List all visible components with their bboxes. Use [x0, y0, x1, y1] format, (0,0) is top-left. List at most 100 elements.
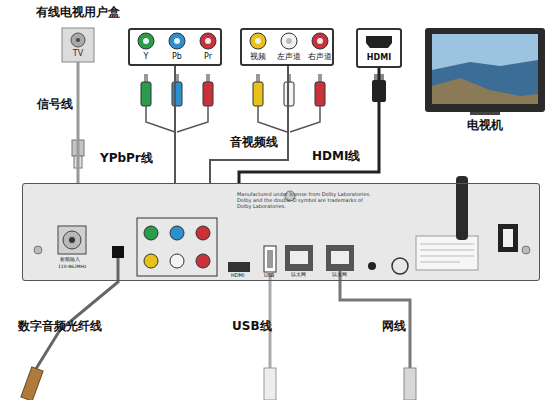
ethernet-port — [326, 245, 354, 271]
port-label: HDMI — [231, 273, 244, 279]
port-label: 110-862MHz — [58, 264, 86, 269]
rf-port — [58, 226, 86, 254]
coax-socket — [71, 33, 85, 47]
jack-group-frame — [137, 218, 217, 276]
logo-circle — [392, 258, 408, 274]
jack-label: 视频 — [244, 52, 272, 61]
hdmi-port — [228, 262, 250, 272]
cable — [146, 106, 208, 132]
box-jack-yellow — [144, 254, 158, 268]
port-label: TV — [62, 49, 94, 58]
jack-hole — [255, 38, 261, 44]
cable — [77, 62, 80, 183]
tv-shore — [432, 78, 538, 104]
tv-sky — [432, 34, 538, 104]
box-jack-green — [144, 226, 158, 240]
dolby-notice: Manufactured under license from Dolby La… — [237, 192, 372, 209]
jack-white — [281, 33, 297, 49]
jack-hole — [205, 38, 211, 44]
rf-socket — [63, 231, 81, 249]
network-cable — [340, 271, 410, 370]
cable-label: 信号线 — [37, 98, 73, 112]
jack-red — [312, 33, 328, 49]
set-top-box: Manufactured under license from Dolby La… — [22, 183, 540, 281]
wall-plate — [62, 28, 94, 62]
rca-plug-red — [315, 82, 325, 106]
port-label: 射频输入 — [60, 257, 80, 263]
usb-port-inner — [267, 250, 273, 268]
jack-label: Pr — [194, 52, 222, 61]
port-label: 以太网 — [332, 272, 347, 278]
jack-panel: 视频左声道右声道 — [240, 28, 334, 66]
jack-green — [138, 33, 154, 49]
box-jack-white — [170, 254, 184, 268]
jack-hole — [174, 38, 180, 44]
ir-port — [368, 262, 376, 270]
coax-pin — [76, 38, 80, 42]
rca-plug-yellow — [253, 82, 263, 106]
cable — [239, 68, 379, 183]
box-jack-red — [196, 254, 210, 268]
jack-label: HDMI — [358, 53, 400, 62]
plug-tip — [175, 74, 179, 82]
power-switch — [498, 224, 518, 252]
jack-hole — [317, 38, 323, 44]
rca-plug-green — [141, 82, 151, 106]
plug-tip — [144, 74, 148, 82]
usb-plug — [264, 368, 276, 400]
plug-tip — [287, 74, 291, 82]
cable-label: HDMI线 — [312, 150, 360, 164]
hdmi-socket — [366, 36, 392, 48]
port-label: 以太网 — [291, 272, 306, 278]
optical-cable — [34, 258, 118, 372]
power-rocker — [503, 229, 513, 247]
cable-label: 数字音频光纤线 — [18, 320, 102, 334]
plug-tip — [256, 74, 260, 82]
cable — [174, 66, 176, 183]
usb-port — [264, 246, 276, 272]
jack-panel: YPbPr — [128, 28, 222, 66]
tv-sea — [432, 60, 538, 104]
tv-base — [470, 112, 500, 115]
cable-label: YPbPr线 — [100, 152, 153, 166]
television: 电视机 — [425, 28, 545, 114]
cable-label: 音视频线 — [230, 136, 278, 150]
rca-plug-red — [203, 82, 213, 106]
wall-outlet: 有线电视用户盒TV — [62, 28, 94, 62]
jack-label: 左声道 — [275, 52, 303, 61]
cable-label: USB线 — [232, 320, 272, 334]
jack-yellow — [250, 33, 266, 49]
cable — [210, 66, 288, 183]
screw — [522, 246, 530, 254]
jack-label: Y — [132, 52, 160, 61]
jack-blue — [169, 33, 185, 49]
jack-label: 右声道 — [306, 52, 334, 61]
jack-red — [200, 33, 216, 49]
plug-tip — [206, 74, 210, 82]
tv-frame — [425, 28, 545, 112]
ethernet-socket — [290, 251, 308, 264]
rj45-plug — [404, 368, 416, 400]
plug-tip — [318, 74, 322, 82]
sticker-lines — [420, 244, 474, 262]
screw — [34, 246, 42, 254]
cable — [258, 106, 320, 132]
plug-tip — [374, 74, 384, 80]
optical-plug — [21, 367, 43, 400]
coax-plug — [74, 156, 82, 168]
hdmi-plug — [372, 80, 386, 102]
rca-plug-blue — [172, 82, 182, 106]
outlet-heading: 有线电视用户盒 — [33, 6, 123, 20]
jack-hole — [286, 38, 292, 44]
hdmi-panel: HDMI — [356, 28, 402, 68]
box-jack-red — [196, 226, 210, 240]
box-jack-blue — [170, 226, 184, 240]
port-label: USB — [264, 273, 274, 279]
rf-pin — [69, 237, 75, 243]
tv-label: 电视机 — [455, 119, 515, 133]
ethernet-socket — [331, 251, 349, 264]
optical-port — [112, 246, 124, 258]
jack-label: Pb — [163, 52, 191, 61]
